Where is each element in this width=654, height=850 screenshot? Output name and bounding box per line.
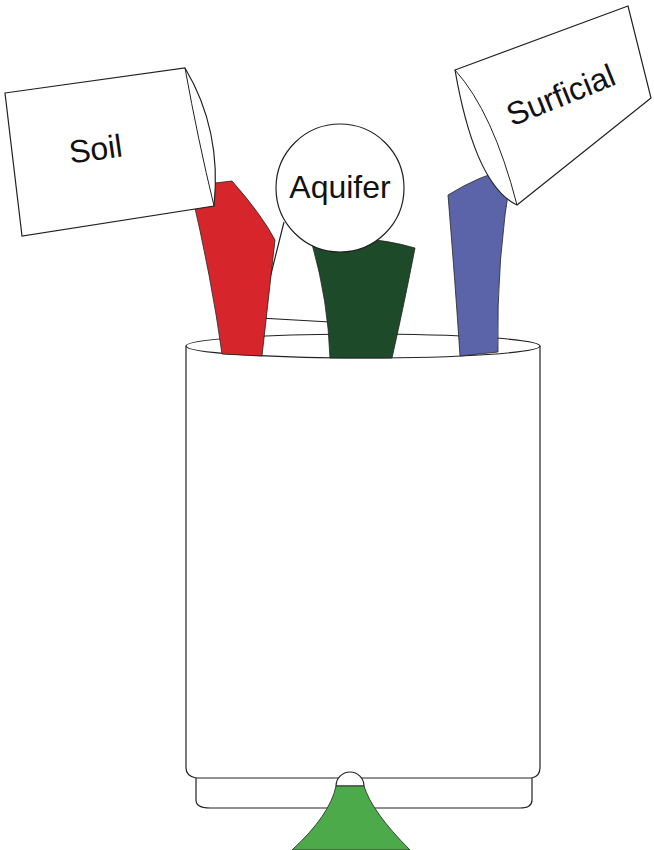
- surficial-bucket: Surficial: [445, 0, 654, 215]
- node-label: Aquifer: [289, 170, 390, 205]
- aquifer-bulb: Aquifer: [272, 120, 408, 256]
- jar-spout: [336, 772, 364, 786]
- outflow-stream: [292, 786, 410, 850]
- aquifer-stream: [312, 239, 415, 358]
- surficial-stream: [448, 168, 512, 356]
- soil-bucket: Soil: [0, 60, 228, 250]
- jar-base-line: [196, 778, 532, 779]
- jar-body: [186, 346, 540, 808]
